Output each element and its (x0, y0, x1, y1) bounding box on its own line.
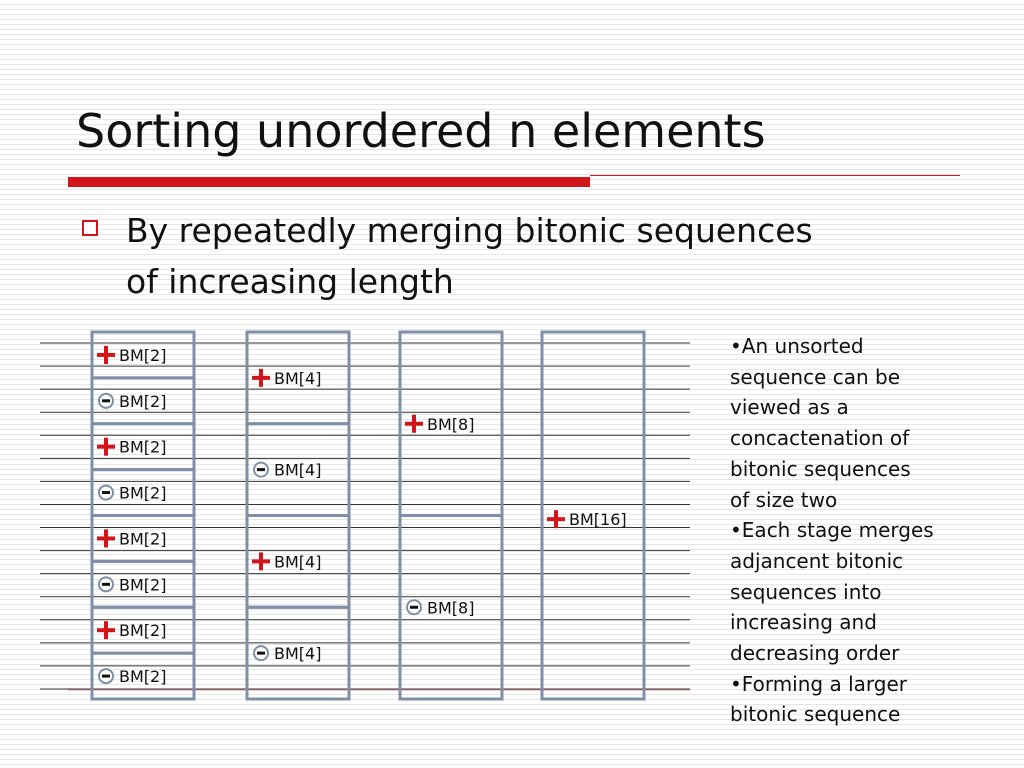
merge-block-label: BM[2] (119, 484, 166, 503)
title-underline-thick (68, 177, 590, 187)
minus-sign-icon (410, 605, 418, 609)
merge-block-label: BM[2] (119, 575, 166, 594)
minus-sign-icon (102, 674, 110, 678)
minus-sign-icon (102, 582, 110, 586)
merge-block (245, 605, 351, 701)
minus-sign-icon (257, 468, 265, 472)
plus-sign-icon (104, 621, 108, 640)
merge-block-label: BM[2] (119, 438, 166, 457)
slide-title: Sorting unordered n elements (76, 104, 766, 158)
merge-block-label: BM[2] (119, 529, 166, 548)
main-bullet-line: By repeatedly merging bitonic sequences (126, 211, 813, 250)
note-line: viewed as a (730, 395, 849, 420)
merge-block (540, 330, 646, 701)
plus-sign-icon (104, 529, 108, 548)
merge-block-label: BM[4] (274, 552, 321, 571)
merge-block-label: BM[8] (427, 598, 474, 617)
note-line: increasing and (730, 610, 877, 635)
minus-sign-icon (102, 491, 110, 495)
merge-block-label: BM[2] (119, 392, 166, 411)
note-line: sequences into (730, 579, 882, 604)
title-underline-thin (590, 175, 960, 176)
main-bullet: By repeatedly merging bitonic sequences … (126, 205, 966, 307)
note-line: •Forming a larger (730, 671, 907, 696)
plus-sign-icon (104, 345, 108, 364)
note-line: concactenation of (730, 426, 910, 451)
main-bullet-line: of increasing length (126, 262, 454, 301)
merge-block-label: BM[4] (274, 461, 321, 480)
merge-block-label: BM[2] (119, 667, 166, 686)
plus-sign-icon (259, 368, 263, 387)
note-line: adjancent bitonic (730, 548, 904, 573)
merge-block-label: BM[2] (119, 346, 166, 365)
plus-sign-icon (104, 437, 108, 456)
plus-sign-icon (554, 510, 558, 529)
plus-sign-icon (259, 552, 263, 571)
merge-block-label: BM[16] (569, 510, 627, 529)
note-line: of size two (730, 487, 838, 512)
merge-block (90, 651, 196, 701)
plus-sign-icon (412, 414, 416, 433)
merge-block (398, 514, 504, 701)
note-line: bitonic sequence (730, 702, 901, 727)
merge-block-label: BM[8] (427, 415, 474, 434)
note-line: sequence can be (730, 364, 901, 389)
merge-block-label: BM[2] (119, 621, 166, 640)
side-notes: •An unsorted sequence can be viewed as a… (730, 331, 1010, 730)
minus-sign-icon (257, 651, 265, 655)
square-bullet-icon (82, 220, 98, 236)
note-line: decreasing order (730, 641, 900, 666)
merge-block-label: BM[4] (274, 644, 321, 663)
minus-sign-icon (102, 399, 110, 403)
merge-block-label: BM[4] (274, 369, 321, 388)
note-line: •An unsorted (730, 334, 864, 358)
note-line: bitonic sequences (730, 456, 911, 481)
note-line: •Each stage merges (730, 518, 934, 543)
